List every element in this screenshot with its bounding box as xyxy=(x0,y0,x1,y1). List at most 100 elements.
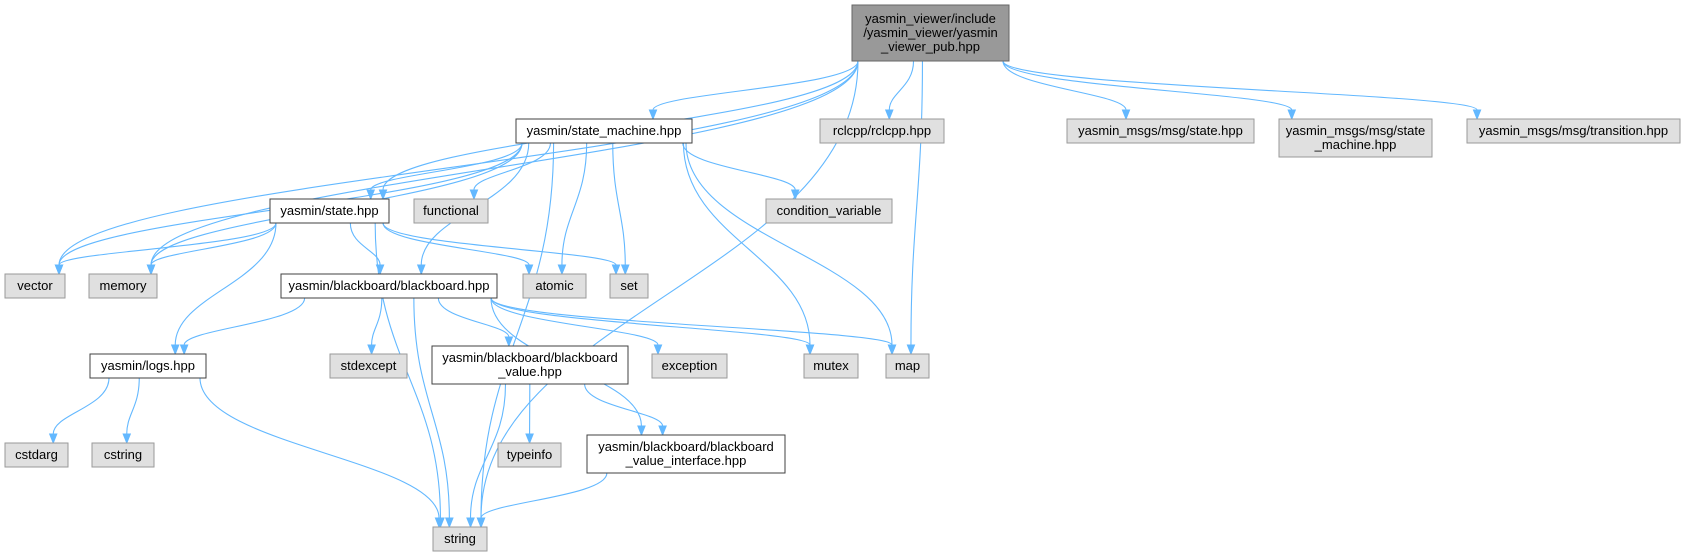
dependency-edges xyxy=(48,60,1482,529)
edge-blackboard-to-mutex xyxy=(490,297,815,356)
node-bb-value[interactable]: yasmin/blackboard/blackboard_value.hpp xyxy=(431,345,629,385)
edge-line xyxy=(480,142,555,519)
edge-arrowhead xyxy=(434,517,444,529)
node-label: stdexcept xyxy=(341,358,397,373)
node-label: yasmin/blackboard/blackboard xyxy=(598,439,774,454)
node-box xyxy=(609,273,649,299)
node-state[interactable]: yasmin/state.hpp xyxy=(269,198,390,224)
node-label: mutex xyxy=(813,358,849,373)
edge-line xyxy=(174,222,277,346)
node-vector: vector xyxy=(4,273,66,299)
edge-state-machine-to-map xyxy=(685,142,897,356)
node-label: yasmin/blackboard/blackboard.hpp xyxy=(289,278,490,293)
edge-line xyxy=(910,60,923,346)
node-mutex: mutex xyxy=(803,353,859,379)
edge-arrowhead xyxy=(367,344,376,356)
node-msg-state-machine: yasmin_msgs/msg/state_machine.hpp xyxy=(1278,118,1433,158)
edge-line xyxy=(473,142,551,191)
edge-arrowhead xyxy=(146,264,156,276)
node-box xyxy=(1066,118,1255,144)
node-label: /yasmin_viewer/yasmin xyxy=(863,25,997,40)
node-label: yasmin_viewer/include xyxy=(865,11,996,26)
edge-state-to-vector xyxy=(54,222,277,276)
edge-line xyxy=(413,297,450,519)
node-cstring: cstring xyxy=(91,442,155,468)
edge-logs-to-string xyxy=(199,377,444,529)
edge-state-to-blackboard xyxy=(349,222,385,276)
edge-line xyxy=(58,60,859,266)
node-atomic: atomic xyxy=(522,273,587,299)
node-blackboard[interactable]: yasmin/blackboard/blackboard.hpp xyxy=(280,273,498,299)
edge-line xyxy=(469,383,507,519)
node-label: yasmin/state_machine.hpp xyxy=(527,123,682,138)
node-box xyxy=(522,273,587,299)
edge-line xyxy=(584,383,664,427)
node-msg-transition: yasmin_msgs/msg/transition.hpp xyxy=(1466,118,1681,144)
edge-arrowhead xyxy=(524,264,534,276)
edge-line xyxy=(52,377,110,435)
node-string: string xyxy=(432,526,488,552)
edge-line xyxy=(682,142,811,346)
node-label: exception xyxy=(662,358,718,373)
edge-line xyxy=(370,142,523,191)
node-box xyxy=(586,434,786,474)
edge-blackboard-to-bb-value xyxy=(437,297,514,348)
edge-state-machine-to-condition-variable xyxy=(682,142,800,201)
node-box xyxy=(269,198,390,224)
edge-logs-to-cstdarg xyxy=(48,377,110,445)
node-root[interactable]: yasmin_viewer/include/yasmin_viewer/yasm… xyxy=(851,4,1010,62)
edge-arrowhead xyxy=(658,425,667,437)
edge-arrowhead xyxy=(170,344,180,356)
edge-root-to-map xyxy=(906,60,923,356)
node-box xyxy=(851,4,1010,62)
node-cstdarg: cstdarg xyxy=(4,442,69,468)
node-logs[interactable]: yasmin/logs.hpp xyxy=(89,353,207,379)
file-nodes: yasmin_viewer/include/yasmin_viewer/yasm… xyxy=(4,4,1681,552)
edge-line xyxy=(371,297,383,346)
edge-arrowhead xyxy=(653,344,663,356)
node-state-machine[interactable]: yasmin/state_machine.hpp xyxy=(515,118,693,144)
edge-line xyxy=(652,60,859,111)
edge-arrowhead xyxy=(884,109,894,121)
edge-arrowhead xyxy=(557,264,567,276)
node-label: set xyxy=(620,278,638,293)
edge-line xyxy=(183,297,306,346)
edge-line xyxy=(490,297,659,346)
edge-arrowhead xyxy=(637,425,646,437)
node-box xyxy=(651,353,728,379)
edge-line xyxy=(437,297,510,338)
edge-arrowhead xyxy=(620,264,630,276)
node-box xyxy=(329,353,408,379)
node-box xyxy=(1466,118,1681,144)
edge-line xyxy=(199,377,440,519)
edge-arrowhead xyxy=(805,344,815,356)
edge-arrowhead xyxy=(906,344,916,356)
node-label: _value.hpp xyxy=(497,364,562,379)
edge-state-to-set xyxy=(382,222,621,276)
node-box xyxy=(91,442,155,468)
edge-line xyxy=(382,222,530,266)
edge-arrowhead xyxy=(887,344,897,356)
edge-line xyxy=(480,472,608,519)
edge-root-to-msg-state xyxy=(1002,60,1131,121)
node-rclcpp: rclcpp/rclcpp.hpp xyxy=(819,118,945,144)
edge-arrowhead xyxy=(476,517,486,529)
node-typeinfo: typeinfo xyxy=(497,442,562,468)
edge-line xyxy=(682,142,796,191)
edge-state-to-memory xyxy=(146,222,277,276)
node-label: atomic xyxy=(535,278,574,293)
node-label: yasmin/blackboard/blackboard xyxy=(442,350,618,365)
node-box xyxy=(1278,118,1433,158)
node-label: condition_variable xyxy=(777,203,882,218)
node-label: yasmin_msgs/msg/state xyxy=(1286,123,1425,138)
edge-bb-value-to-bb-value-interface xyxy=(584,383,667,437)
edge-line xyxy=(888,60,915,111)
edge-state-machine-to-functional xyxy=(469,142,551,201)
edge-arrowhead xyxy=(469,189,479,201)
edge-state-to-atomic xyxy=(382,222,534,276)
node-set: set xyxy=(609,273,649,299)
edge-state-machine-to-set xyxy=(612,142,630,276)
node-box xyxy=(819,118,945,144)
node-bb-value-interface[interactable]: yasmin/blackboard/blackboard_value_inter… xyxy=(586,434,786,474)
